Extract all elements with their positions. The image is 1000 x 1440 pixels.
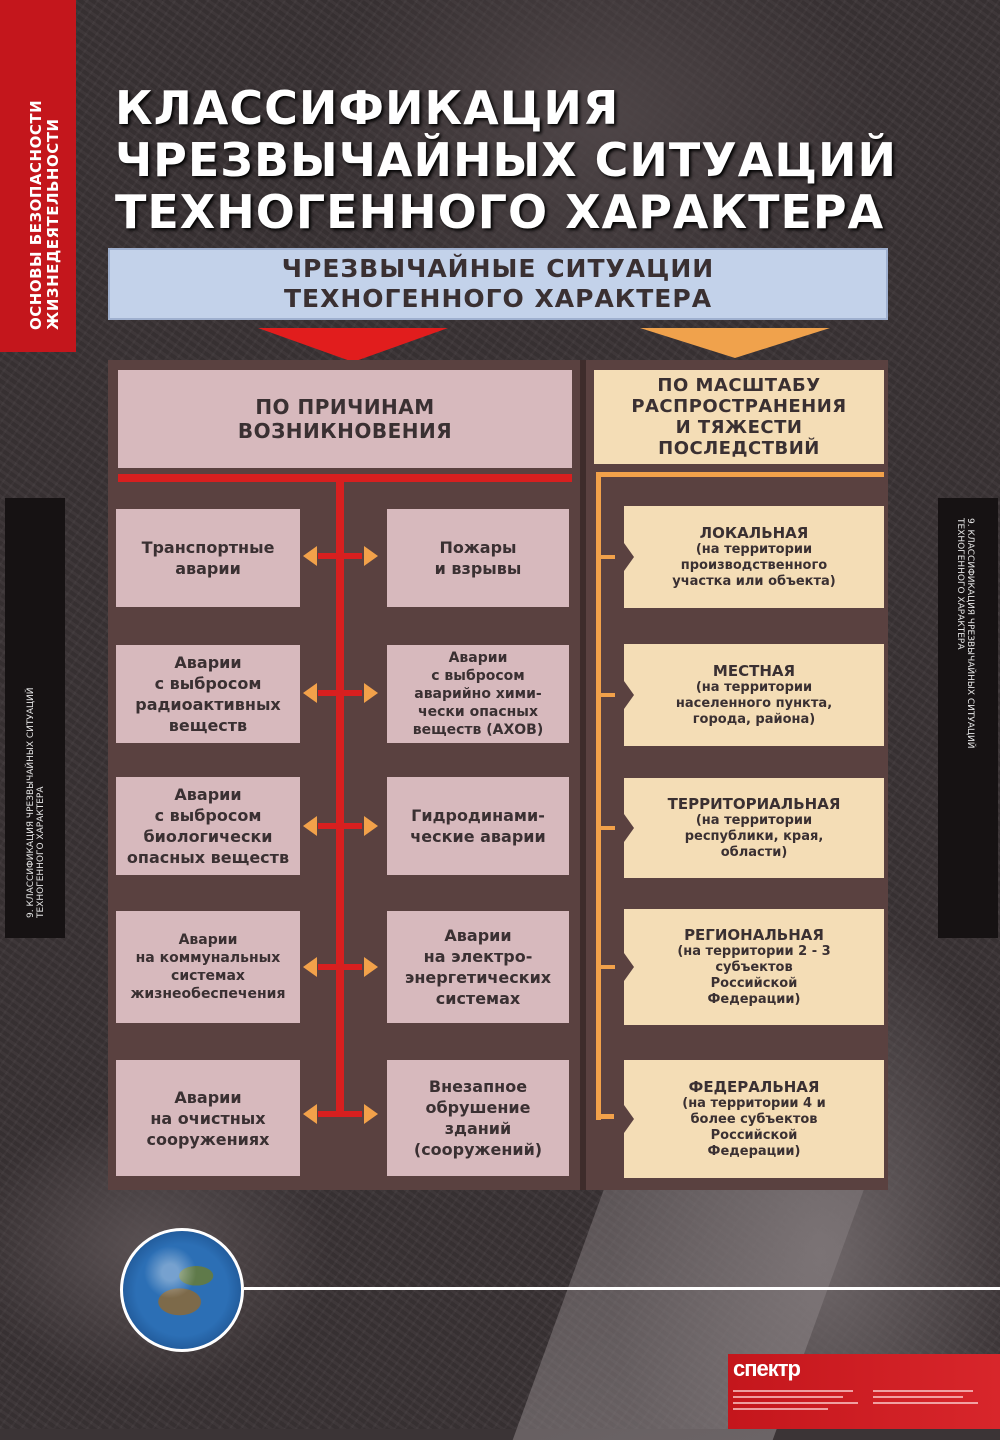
cause-text: Аварии на очистных сооружениях [146,1087,270,1149]
scale-notch [624,1105,634,1133]
poster-title: КЛАССИФИКАЦИЯ ЧРЕЗВЫЧАЙНЫХ СИТУАЦИЙ ТЕХН… [115,82,935,238]
connector-orange-vertical [596,472,601,1120]
connector-orange-horizontal [596,472,884,477]
cause-text: Транспортные аварии [141,538,275,578]
banner-line-2: ТЕХНОГЕННОГО ХАРАКТЕРА [283,284,713,313]
scale-notch [624,953,634,981]
cause-box: Аварии на коммунальных системах жизнеобе… [116,911,300,1023]
scale-name: ЛОКАЛЬНАЯ [699,524,809,542]
cause-box: Аварии с выбросом радиоактивных веществ [116,645,300,743]
subject-tab: ОСНОВЫ БЕЗОПАСНОСТИ ЖИЗНЕДЕЯТЕЛЬНОСТИ [0,0,76,352]
arrow-right-icon [364,1104,378,1124]
scale-line-1: ПО МАСШТАБУ [657,375,821,396]
scale-line-3: И ТЯЖЕСТИ [675,417,803,438]
scale-name: ТЕРРИТОРИАЛЬНАЯ [667,795,841,813]
subject-line-1: ОСНОВЫ БЕЗОПАСНОСТИ [27,99,45,330]
scale-line-4: ПОСЛЕДСТВИЙ [658,438,820,459]
cause-box: Транспортные аварии [116,509,300,607]
arrow-left-icon [303,816,317,836]
arrow-right-icon [364,683,378,703]
connector-crossbar [318,823,362,829]
scale-desc: (на территории 4 и более субъектов Росси… [682,1096,826,1159]
scale-box: ТЕРРИТОРИАЛЬНАЯ (на территории республик… [624,778,884,878]
scale-desc: (на территории населенного пункта, город… [675,680,833,727]
arrow-left-icon [303,546,317,566]
arrow-left-icon [303,957,317,977]
side-right-line-1: 9. КЛАССИФИКАЦИЯ ЧРЕЗВЫЧАЙНЫХ СИТУАЦИЙ [965,518,975,749]
cause-text: Аварии с выбросом радиоактивных веществ [135,653,281,735]
board-divider [580,360,586,1190]
subject-tab-text: ОСНОВЫ БЕЗОПАСНОСТИ ЖИЗНЕДЕЯТЕЛЬНОСТИ [27,99,62,331]
title-line-2: ЧРЕЗВЫЧАЙНЫХ СИТУАЦИЙ [115,133,897,187]
arrow-down-red-icon [258,328,448,362]
connector-crossbar [318,690,362,696]
title-line-1: КЛАССИФИКАЦИЯ [115,81,620,135]
cause-text: Аварии на электро- энергетических систем… [404,926,552,1008]
side-panel-left-text: 9. КЛАССИФИКАЦИЯ ЧРЕЗВЫЧАЙНЫХ СИТУАЦИЙ Т… [26,688,47,919]
connector-red-horizontal [118,474,572,482]
connector-crossbar [318,1111,362,1117]
scale-name: РЕГИОНАЛЬНАЯ [684,926,824,944]
side-right-line-2: ТЕХНОГЕННОГО ХАРАКТЕРА [955,518,966,650]
scale-notch [624,681,634,709]
scale-desc: (на территории производственного участка… [672,542,836,589]
diagram-board [108,360,888,1190]
cause-text: Аварии с выбросом биологически опасных в… [126,785,290,867]
scale-notch [624,543,634,571]
root-banner: ЧРЕЗВЫЧАЙНЫЕ СИТУАЦИИ ТЕХНОГЕННОГО ХАРАК… [108,248,888,320]
arrow-down-orange-icon [640,328,830,358]
category-causes: ПО ПРИЧИНАМ ВОЗНИКНОВЕНИЯ [118,370,572,468]
scale-name: МЕСТНАЯ [712,662,796,680]
side-panel-right-text: 9. КЛАССИФИКАЦИЯ ЧРЕЗВЫЧАЙНЫХ СИТУАЦИЙ Т… [954,518,975,749]
scale-box: ФЕДЕРАЛЬНАЯ (на территории 4 и более суб… [624,1060,884,1178]
connector-tick [601,826,615,830]
cause-box: Аварии на электро- энергетических систем… [387,911,569,1023]
scale-box: РЕГИОНАЛЬНАЯ (на территории 2 - 3 субъек… [624,909,884,1025]
connector-crossbar [318,553,362,559]
connector-tick [601,965,615,969]
causes-line-2: ВОЗНИКНОВЕНИЯ [237,419,453,443]
connector-tick [601,693,615,697]
cause-text: Пожары и взрывы [434,538,522,578]
banner-line-1: ЧРЕЗВЫЧАЙНЫЕ СИТУАЦИИ [281,254,715,283]
side-panel-left: 9. КЛАССИФИКАЦИЯ ЧРЕЗВЫЧАЙНЫХ СИТУАЦИЙ Т… [5,498,65,938]
connector-tick [601,555,615,559]
earth-globe-icon [120,1228,244,1352]
cause-box: Гидродинами- ческие аварии [387,777,569,875]
cause-text: Внезапное обрушение зданий (сооружений) [413,1077,543,1159]
arrow-left-icon [303,683,317,703]
connector-orange-foot [596,1114,614,1119]
arrow-right-icon [364,957,378,977]
publisher-logo: спектр [733,1356,801,1381]
scale-line-2: РАСПРОСТРАНЕНИЯ [631,396,847,417]
cause-text: Гидродинами- ческие аварии [410,806,546,846]
cause-box: Аварии с выбросом биологически опасных в… [116,777,300,875]
scale-desc: (на территории 2 - 3 субъектов Российско… [677,944,831,1007]
cause-box: Пожары и взрывы [387,509,569,607]
cause-box: Аварии на очистных сооружениях [116,1060,300,1176]
cause-text: Аварии на коммунальных системах жизнеобе… [130,932,286,1002]
scale-name: ФЕДЕРАЛЬНАЯ [688,1078,820,1096]
scale-desc: (на территории республики, края, области… [684,813,824,860]
scale-box: ЛОКАЛЬНАЯ (на территории производственно… [624,506,884,608]
side-left-line-2: ТЕХНОГЕННОГО ХАРАКТЕРА [35,786,46,919]
cause-text: Аварии с выбросом аварийно хими- чески о… [412,650,544,738]
scale-box: МЕСТНАЯ (на территории населенного пункт… [624,644,884,746]
publisher-fineprint-graphic [733,1388,993,1420]
connector-crossbar [318,964,362,970]
category-scale: ПО МАСШТАБУ РАСПРОСТРАНЕНИЯ И ТЯЖЕСТИ ПО… [594,370,884,464]
connector-red-vertical [336,482,344,1112]
cause-box: Внезапное обрушение зданий (сооружений) [387,1060,569,1176]
arrow-right-icon [364,546,378,566]
fineprint-lines-icon [733,1390,978,1410]
cause-box: Аварии с выбросом аварийно хими- чески о… [387,645,569,743]
globe-line [244,1287,1000,1290]
title-line-3: ТЕХНОГЕННОГО ХАРАКТЕРА [115,185,885,239]
arrow-right-icon [364,816,378,836]
arrow-left-icon [303,1104,317,1124]
side-panel-right: 9. КЛАССИФИКАЦИЯ ЧРЕЗВЫЧАЙНЫХ СИТУАЦИЙ Т… [938,498,998,938]
subject-line-2: ЖИЗНЕДЕЯТЕЛЬНОСТИ [43,118,62,331]
scale-notch [624,814,634,842]
causes-line-1: ПО ПРИЧИНАМ [255,395,435,419]
